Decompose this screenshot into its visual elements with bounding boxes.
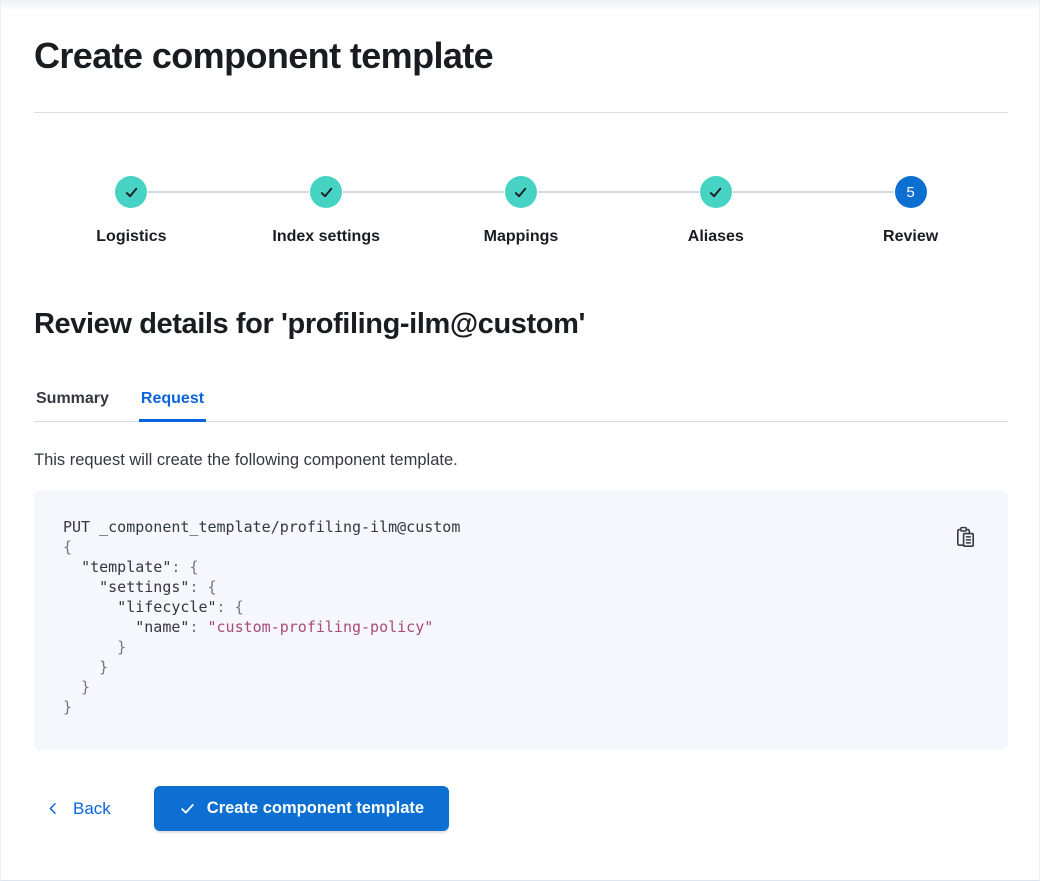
code-content: PUT _component_template/profiling-ilm@cu… bbox=[63, 517, 948, 717]
back-button[interactable]: Back bbox=[34, 799, 111, 819]
tabs: Summary Request bbox=[34, 388, 1008, 422]
step-mappings[interactable]: Mappings bbox=[423, 176, 619, 248]
step-label: Index settings bbox=[272, 228, 380, 245]
create-button-label: Create component template bbox=[206, 799, 425, 817]
step-number: 5 bbox=[894, 176, 927, 208]
request-code-block: PUT _component_template/profiling-ilm@cu… bbox=[34, 490, 1008, 750]
step-index-settings[interactable]: Index settings bbox=[228, 176, 424, 248]
code-line: } bbox=[63, 638, 127, 656]
review-heading: Review details for 'profiling-ilm@custom… bbox=[34, 308, 585, 340]
code-line: "name": "custom-profiling-policy" bbox=[135, 618, 434, 636]
check-icon bbox=[179, 800, 196, 817]
check-icon bbox=[699, 176, 732, 208]
request-description: This request will create the following c… bbox=[34, 451, 458, 469]
back-button-label: Back bbox=[73, 798, 111, 818]
check-icon bbox=[504, 176, 537, 208]
code-line: "template": { bbox=[81, 558, 199, 576]
step-label: Aliases bbox=[687, 228, 744, 245]
header-divider bbox=[34, 112, 1008, 113]
create-component-template-button[interactable]: Create component template bbox=[153, 786, 450, 831]
check-icon bbox=[310, 176, 343, 208]
step-aliases[interactable]: Aliases bbox=[618, 176, 813, 248]
step-logistics[interactable]: Logistics bbox=[34, 176, 229, 248]
step-label: Mappings bbox=[483, 228, 559, 245]
copy-clipboard-icon[interactable] bbox=[953, 524, 978, 551]
footer-actions: Back Create component template bbox=[34, 786, 1008, 831]
page-title: Create component template bbox=[34, 35, 494, 76]
code-line: } bbox=[63, 698, 73, 716]
step-label: Logistics bbox=[96, 228, 167, 245]
code-line: } bbox=[63, 658, 109, 676]
code-line: PUT _component_template/profiling-ilm@cu… bbox=[63, 518, 461, 536]
step-label: Review bbox=[883, 228, 939, 245]
code-line: "lifecycle": { bbox=[117, 598, 244, 616]
check-icon bbox=[115, 176, 148, 208]
code-line: "settings": { bbox=[99, 578, 217, 596]
code-line: { bbox=[63, 538, 73, 556]
chevron-left-icon bbox=[46, 801, 60, 816]
code-line: } bbox=[63, 678, 91, 696]
tab-request[interactable]: Request bbox=[138, 388, 207, 422]
tab-summary[interactable]: Summary bbox=[34, 388, 111, 421]
